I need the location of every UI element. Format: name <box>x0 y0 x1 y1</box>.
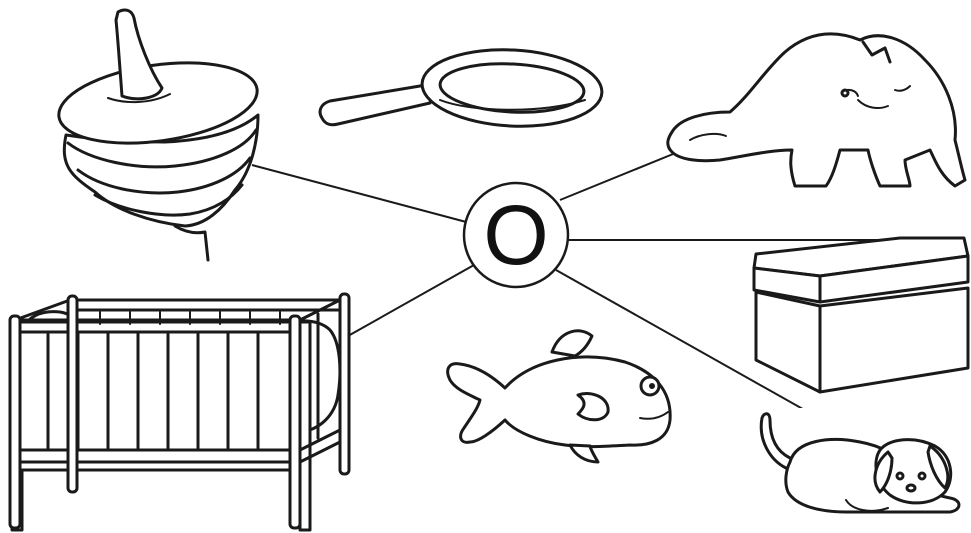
center-letter: O <box>483 188 548 282</box>
wolf-icon <box>666 32 967 188</box>
frying-pan-icon <box>318 48 604 128</box>
connector-crib <box>347 264 475 337</box>
dog-icon <box>740 408 971 533</box>
spinning-top-icon <box>57 8 260 262</box>
connector-top <box>251 164 471 224</box>
crib-icon <box>8 292 351 532</box>
box-icon <box>752 236 970 394</box>
connector-wolf <box>559 151 679 201</box>
crib-bars <box>46 311 320 450</box>
fish-icon <box>446 329 672 464</box>
center-letter-badge: O <box>462 181 570 289</box>
